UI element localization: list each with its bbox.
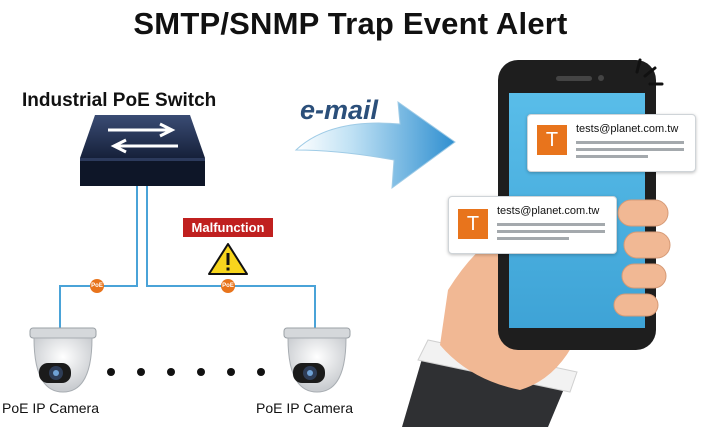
switch-label: Industrial PoE Switch bbox=[22, 90, 217, 111]
malfunction-badge: Malfunction bbox=[183, 218, 273, 237]
text-line bbox=[576, 155, 648, 158]
text-line bbox=[497, 223, 605, 226]
ellipsis-dot bbox=[257, 368, 265, 376]
text-line bbox=[576, 141, 684, 144]
camera-label-left: PoE IP Camera bbox=[2, 400, 100, 416]
notification-email: tests@planet.com.tw bbox=[576, 123, 679, 135]
camera-label-right: PoE IP Camera bbox=[256, 400, 354, 416]
avatar-icon: T bbox=[537, 125, 567, 155]
ip-camera-icon bbox=[29, 327, 97, 393]
poe-switch-icon bbox=[80, 115, 205, 186]
ellipsis-dot bbox=[197, 368, 205, 376]
email-notification[interactable]: T tests@planet.com.tw bbox=[527, 114, 696, 172]
page-title: SMTP/SNMP Trap Event Alert bbox=[133, 6, 568, 41]
warning-icon bbox=[208, 243, 248, 275]
fingers-icon bbox=[613, 199, 671, 317]
avatar-icon: T bbox=[458, 209, 488, 239]
ringing-icon bbox=[635, 58, 664, 86]
text-line bbox=[497, 237, 569, 240]
poe-badge: PoE bbox=[221, 279, 235, 293]
ellipsis-dot bbox=[167, 368, 175, 376]
ellipsis-dot bbox=[107, 368, 115, 376]
email-label: e-mail bbox=[300, 95, 379, 125]
ip-camera-icon bbox=[283, 327, 351, 393]
text-line bbox=[497, 230, 605, 233]
notification-email: tests@planet.com.tw bbox=[497, 205, 600, 217]
network-cables bbox=[59, 186, 316, 328]
text-line bbox=[576, 148, 684, 151]
ellipsis-dot bbox=[137, 368, 145, 376]
email-arrow-icon bbox=[294, 100, 456, 190]
email-notification[interactable]: T tests@planet.com.tw bbox=[448, 196, 617, 254]
ellipsis-dot bbox=[227, 368, 235, 376]
poe-badge: PoE bbox=[90, 279, 104, 293]
